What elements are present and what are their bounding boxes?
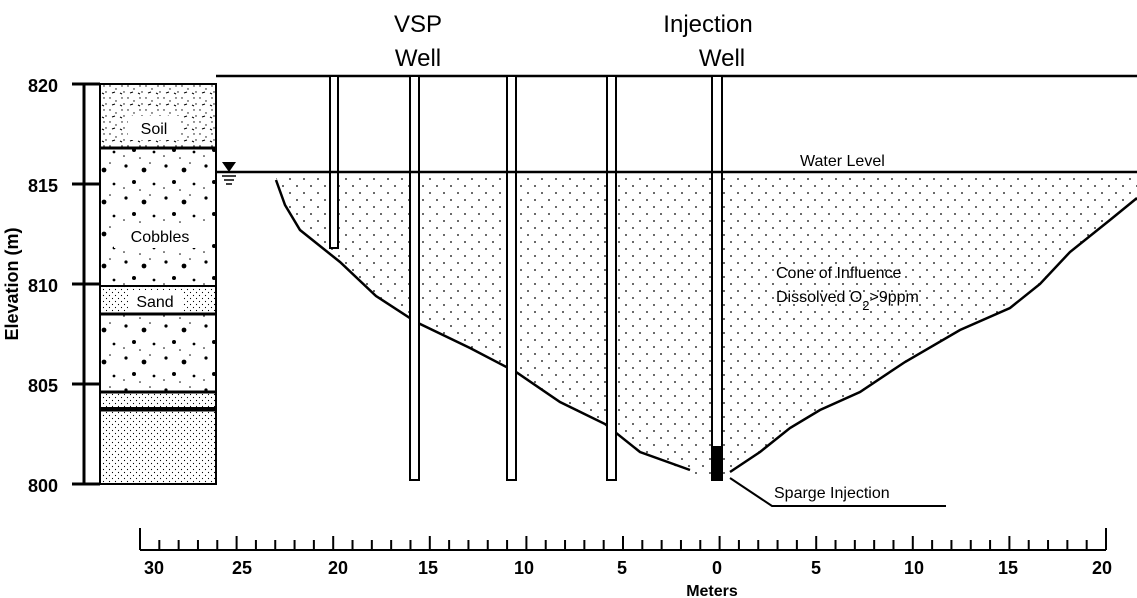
y-tick-label: 815	[28, 176, 58, 196]
x-tick-label: 15	[998, 558, 1018, 578]
water-table-icon	[222, 162, 236, 185]
cone-label-prefix: Dissolved O	[776, 289, 862, 306]
cone-label-line2: Dissolved O2>9ppm	[776, 289, 919, 313]
x-tick-label: 15	[418, 558, 438, 578]
vsp-well-casing	[409, 75, 420, 481]
scale-minor-ticks	[139, 528, 1107, 550]
wells	[329, 75, 723, 481]
x-tick-label: 20	[328, 558, 348, 578]
basal-sand-layer	[99, 407, 217, 485]
well-casing	[606, 75, 617, 481]
cone-boundary	[729, 197, 1137, 474]
y-tick-label: 810	[28, 276, 58, 296]
x-tick-label: 5	[617, 558, 627, 578]
cobbles-layer-upper	[99, 147, 217, 287]
sand-label: Sand	[136, 294, 173, 311]
x-tick-label: 10	[904, 558, 924, 578]
cobbles-label: Cobbles	[131, 229, 190, 246]
cone-of-influence	[276, 178, 1137, 476]
sparge-injection-leader	[729, 477, 946, 507]
soil-label: Soil	[141, 121, 168, 138]
cone-label-subscript: 2	[862, 298, 869, 313]
stratigraphic-column: Soil Cobbles Sand	[99, 83, 217, 485]
x-tick-label: 5	[811, 558, 821, 578]
water-level-label: Water Level	[800, 153, 885, 170]
injection-well-casing	[711, 75, 723, 481]
y-tick-label: 800	[28, 476, 58, 496]
x-tick-label: 20	[1092, 558, 1112, 578]
x-tick-label: 25	[232, 558, 252, 578]
y-tick-label: 805	[28, 376, 58, 396]
cobbles-layer-lower	[99, 313, 217, 393]
x-tick-label: 10	[514, 558, 534, 578]
injection-well-label-line1: Injection	[663, 11, 752, 38]
sparge-screen	[712, 446, 722, 480]
x-axis-title: Meters	[686, 583, 738, 598]
distance-scale: 30 25 20 15 10 5 0 5 10 15 20 Meters	[139, 528, 1112, 598]
cone-label-suffix: >9ppm	[869, 289, 918, 306]
injection-well-label-line2: Well	[699, 45, 745, 72]
well-casing	[506, 75, 517, 481]
sparge-injection-label: Sparge Injection	[774, 485, 890, 502]
x-tick-label: 30	[144, 558, 164, 578]
x-tick-label: 0	[712, 558, 722, 578]
thin-sand-layer	[99, 391, 217, 409]
y-tick-label: 820	[28, 76, 58, 96]
well-casing	[329, 75, 339, 249]
vsp-well-label-line1: VSP	[394, 11, 442, 38]
y-axis: 820 815 810 805 800 Elevation (m)	[2, 76, 100, 496]
cone-label-line1: Cone of Influence	[776, 265, 902, 282]
vsp-well-label-line2: Well	[395, 45, 441, 72]
y-axis-title: Elevation (m)	[2, 227, 22, 340]
